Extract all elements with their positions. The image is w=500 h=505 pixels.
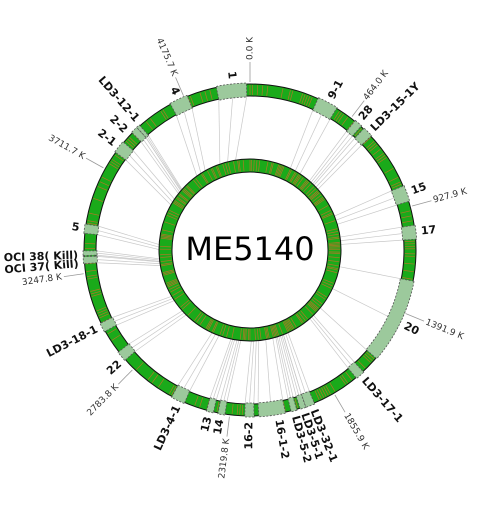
link-line [340, 227, 402, 237]
tick-label: 3711.7 K [46, 134, 87, 163]
highlight-OCI-37-Kill- [83, 256, 97, 264]
link-line [295, 114, 322, 171]
highlight-1 [216, 83, 247, 100]
segment-label: 4 [168, 85, 183, 98]
segment-label: LD3-4-1 [151, 403, 183, 452]
segment-label: 16-1-2 [272, 419, 291, 460]
link-line [288, 333, 310, 392]
segment-label: 1 [225, 71, 239, 80]
link-line [310, 319, 349, 369]
segment-label: 15 [409, 180, 428, 197]
genome-title: ME5140 [185, 230, 314, 268]
link-line [341, 240, 404, 244]
link-line [97, 235, 159, 250]
link-line [98, 226, 159, 245]
link-line [334, 191, 392, 216]
link-line [145, 137, 180, 191]
link-line [254, 341, 256, 404]
link-line [176, 115, 197, 176]
link-line [311, 133, 350, 183]
link-line [290, 110, 313, 169]
link-line [320, 308, 367, 350]
link-line [258, 341, 259, 404]
link-line [133, 150, 175, 199]
link-line [178, 333, 212, 386]
tick-line [118, 370, 132, 384]
segment-label: 17 [420, 223, 437, 238]
link-line [313, 315, 354, 363]
link-line [147, 136, 182, 190]
highlight-16-1-2 [258, 399, 285, 416]
segment-label: 20 [402, 319, 422, 338]
segment-label: 16-2 [242, 422, 255, 450]
highlight-5 [84, 224, 99, 235]
tick-label: 2319.8 K [217, 437, 232, 479]
link-line [336, 198, 395, 220]
segment-label: 5 [71, 220, 80, 234]
tick-label: 0.0 K [246, 36, 256, 60]
tick-line [227, 417, 229, 437]
link-line [135, 315, 187, 352]
tick-label: 464.0 K [362, 68, 392, 102]
link-line [227, 341, 241, 403]
link-line [131, 313, 184, 348]
link-line [189, 336, 219, 392]
segment-label: OCI 38( Kill) [4, 249, 79, 264]
link-line [183, 334, 215, 389]
highlight-17 [401, 225, 416, 240]
link-line [236, 96, 247, 160]
tick-line [412, 201, 431, 206]
link-line [266, 340, 271, 403]
highlight-16-2 [245, 403, 254, 417]
link-line [125, 160, 171, 205]
link-line [332, 289, 388, 317]
link-line [210, 339, 231, 399]
link-line [192, 107, 205, 170]
link-line [339, 267, 401, 279]
tick-label: 3247.8 K [21, 272, 63, 288]
link-line [219, 99, 220, 164]
link-line [283, 335, 301, 395]
segment-label: 22 [104, 358, 124, 378]
tick-line [335, 395, 345, 412]
link-line [314, 138, 355, 186]
link-line [220, 340, 237, 401]
link-line [300, 119, 330, 174]
segment-label: LD3-17-1 [359, 375, 406, 426]
link-line [114, 298, 173, 321]
tick-line [86, 158, 103, 168]
tick-label: 2783.8 K [86, 382, 122, 419]
tick-label: 927.9 K [432, 187, 469, 206]
tick-label: 4175.7 K [154, 37, 180, 79]
link-line [312, 317, 352, 366]
tick-line [64, 274, 84, 277]
segment-label: 9-1 [325, 78, 346, 102]
link-line [337, 205, 397, 224]
link-line [141, 141, 179, 193]
tick-label: 1855.9 K [341, 412, 371, 453]
link-line [128, 311, 182, 345]
segment-label: LD3-18-1 [44, 323, 100, 360]
link-line [97, 230, 159, 247]
tick-label: 1391.9 K [424, 318, 466, 343]
link-line [96, 251, 159, 259]
link-line [341, 234, 404, 241]
link-line [129, 155, 173, 202]
link-line [228, 97, 233, 162]
highlight-OCI-38-Kill- [83, 251, 97, 256]
